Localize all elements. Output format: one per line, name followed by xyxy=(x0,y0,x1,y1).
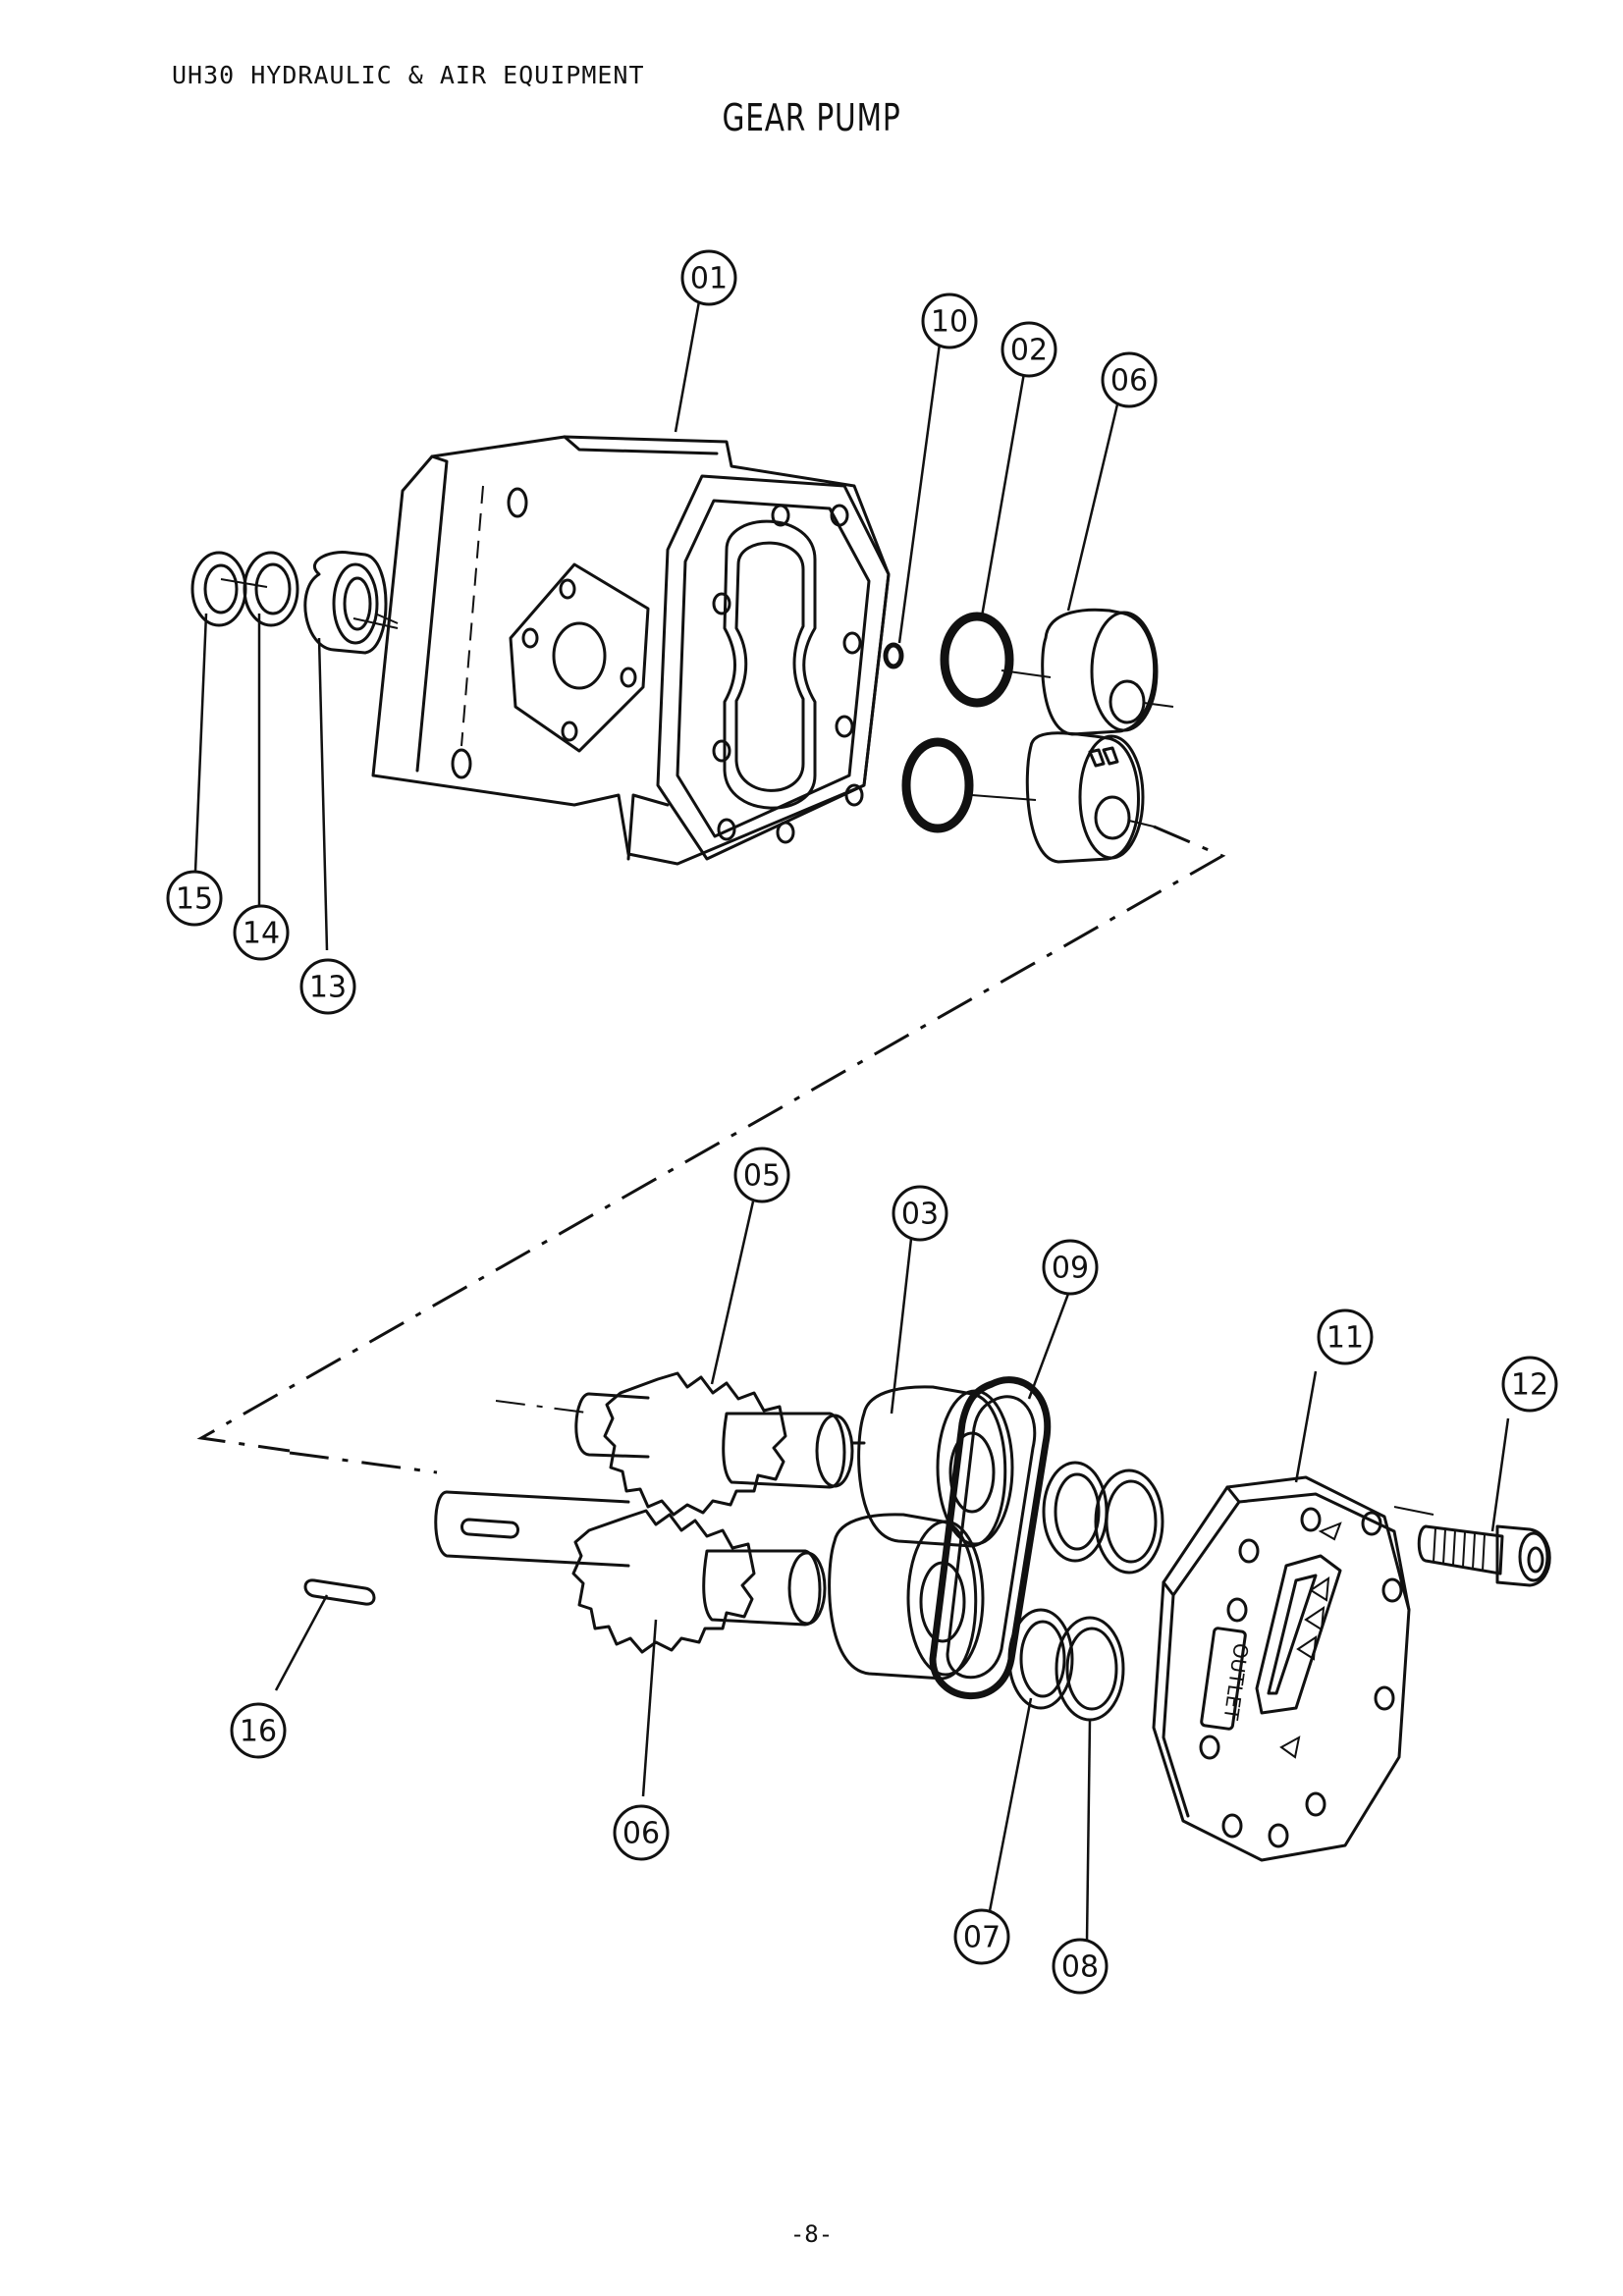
callout-05: 05 xyxy=(733,1147,790,1203)
cap-screw-12 xyxy=(1417,1524,1551,1587)
callout-16: 16 xyxy=(230,1702,287,1759)
callout-label: 06 xyxy=(1110,364,1148,399)
washer-14 xyxy=(220,551,299,627)
callout-label: 16 xyxy=(240,1715,277,1749)
callout-label: 02 xyxy=(1010,334,1048,368)
callout-label: 08 xyxy=(1061,1950,1099,1985)
callout-10: 10 xyxy=(921,293,978,349)
page-title: GEAR PUMP xyxy=(722,96,901,139)
driven-gear-06 xyxy=(571,1509,827,1654)
page-number: -8- xyxy=(789,2220,834,2248)
o-ring-10 xyxy=(883,642,904,669)
pump-housing xyxy=(352,435,891,866)
callout-06: 06 xyxy=(1101,351,1158,408)
document-header: UH30 HYDRAULIC & AIR EQUIPMENT xyxy=(172,61,645,89)
callout-02: 02 xyxy=(1001,321,1057,378)
end-cover-11: OUTLET xyxy=(1152,1475,1434,1862)
callout-12: 12 xyxy=(1501,1356,1558,1413)
callout-label: 10 xyxy=(931,305,968,340)
backup-ring-08 xyxy=(1055,1468,1164,1722)
callout-01: 01 xyxy=(680,249,737,306)
callout-13: 13 xyxy=(299,958,356,1015)
callout-label: 09 xyxy=(1052,1252,1089,1286)
callout-label: 14 xyxy=(243,917,280,951)
drive-shaft-key-16 xyxy=(303,1490,630,1606)
leader-lines xyxy=(193,300,1510,1943)
bushings-03 xyxy=(828,1385,1014,1681)
callout-15: 15 xyxy=(166,870,223,927)
callout-08: 08 xyxy=(1052,1938,1109,1995)
callout-label: 06 xyxy=(622,1817,660,1851)
bushings-06-upper xyxy=(971,608,1174,864)
callout-11: 11 xyxy=(1317,1308,1374,1365)
o-ring-02 xyxy=(901,612,1014,833)
callout-label: 01 xyxy=(690,262,728,296)
callout-label: 12 xyxy=(1511,1368,1548,1403)
callout-14: 14 xyxy=(233,904,290,961)
callout-label: 13 xyxy=(309,971,347,1005)
center-line xyxy=(196,825,1226,1453)
drive-gear-05 xyxy=(495,1371,866,1517)
callout-09: 09 xyxy=(1042,1239,1099,1296)
callout-label: 03 xyxy=(901,1198,939,1232)
callout-label: 05 xyxy=(743,1159,781,1194)
callout-03: 03 xyxy=(892,1185,948,1242)
seal-15 xyxy=(190,551,247,627)
callout-06-lower: 06 xyxy=(613,1804,670,1861)
bushing-13 xyxy=(303,551,399,655)
callout-label: 11 xyxy=(1326,1321,1364,1356)
callout-07: 07 xyxy=(953,1908,1010,1965)
callout-label: 15 xyxy=(176,882,213,917)
outlet-label: OUTLET xyxy=(1218,1641,1253,1722)
callout-label: 07 xyxy=(963,1921,1001,1955)
